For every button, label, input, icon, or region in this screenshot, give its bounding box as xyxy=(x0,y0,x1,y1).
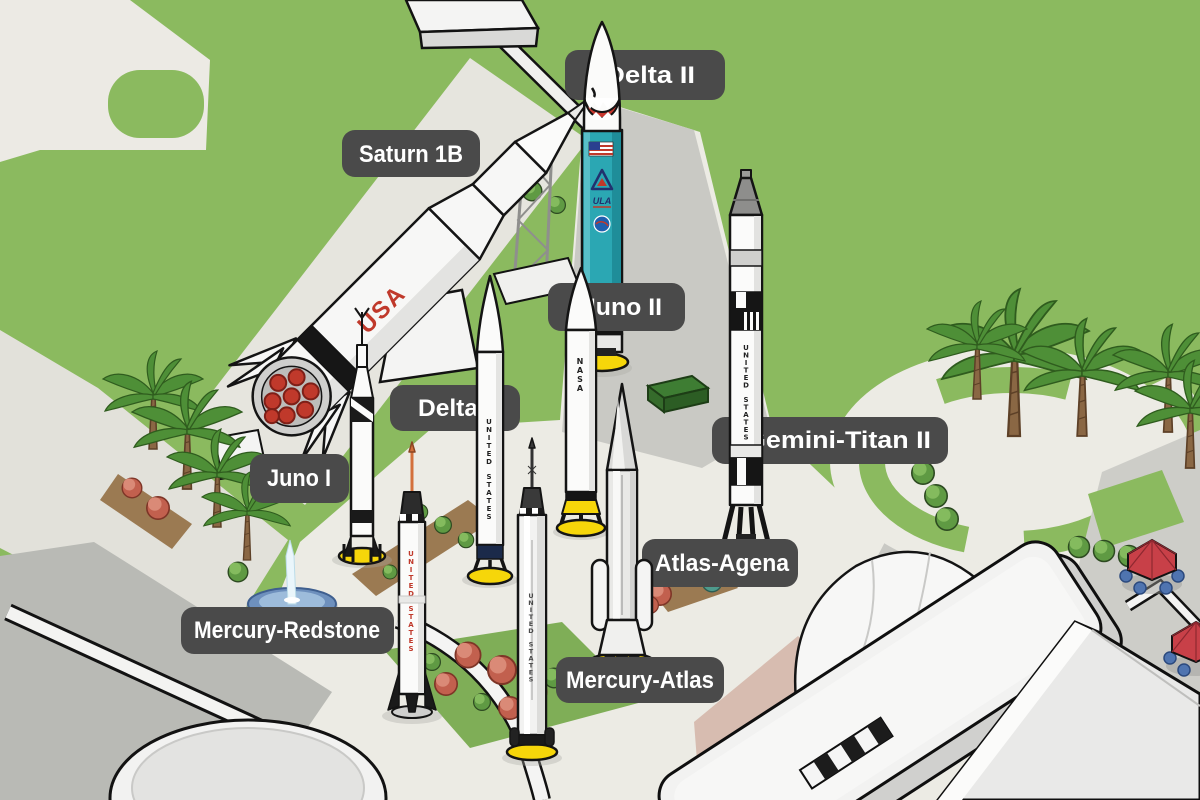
label-text: Saturn 1B xyxy=(359,141,463,168)
engine-nozzles xyxy=(263,368,320,425)
escape-tower xyxy=(527,437,537,488)
bush xyxy=(934,506,960,532)
label-pill[interactable] xyxy=(712,417,948,464)
bush xyxy=(433,671,459,697)
bush xyxy=(487,655,517,685)
rocket-juno-i[interactable] xyxy=(337,307,387,566)
bush xyxy=(457,531,475,549)
label-pill[interactable] xyxy=(250,454,349,503)
nasa-meatball-icon xyxy=(593,215,611,233)
ula-logo: ULA xyxy=(593,196,612,206)
label-text: Atlas-Agena xyxy=(655,550,790,577)
bush xyxy=(454,641,482,669)
exhibit-building-1 xyxy=(657,540,1123,800)
label-text: Delta xyxy=(418,395,479,422)
label-text: Mercury-Atlas xyxy=(566,667,714,694)
label-text: Delta II xyxy=(605,62,695,89)
bush xyxy=(146,495,170,521)
map-label-atlas-agena[interactable]: Atlas-Agena xyxy=(642,539,798,587)
map-label-gemini-titan-ii[interactable]: Gemini-Titan II xyxy=(712,417,948,464)
bush xyxy=(923,483,949,509)
lawn-blob xyxy=(108,70,204,138)
bush xyxy=(121,477,143,499)
checkered-wall xyxy=(798,716,894,790)
bush xyxy=(1092,539,1116,563)
map-label-mercury-redstone[interactable]: Mercury-Redstone xyxy=(181,607,394,654)
delta-logo-icon xyxy=(590,168,614,191)
shark-nose-art xyxy=(582,20,622,133)
label-text: Mercury-Redstone xyxy=(194,617,380,644)
rocket-saturn-1b[interactable]: USA xyxy=(217,50,638,471)
bush xyxy=(434,515,452,535)
label-text: Juno I xyxy=(267,465,331,492)
bush xyxy=(910,460,936,486)
green-utility-box xyxy=(645,374,711,414)
label-pill[interactable] xyxy=(181,607,394,654)
map-label-juno-i[interactable]: Juno I xyxy=(250,454,349,503)
bush xyxy=(227,561,249,583)
bush xyxy=(382,564,398,580)
label-pill[interactable] xyxy=(642,539,798,587)
label-pill[interactable] xyxy=(342,130,480,177)
exhibit-building-2 xyxy=(936,620,1200,800)
label-text: Gemini-Titan II xyxy=(745,427,931,454)
map-label-saturn-1b[interactable]: Saturn 1B xyxy=(342,130,480,177)
bush xyxy=(1067,535,1091,559)
us-flag-icon xyxy=(588,141,614,157)
map-label-mercury-atlas[interactable]: Mercury-Atlas xyxy=(556,657,724,703)
round-building xyxy=(108,718,388,800)
bush xyxy=(473,692,491,712)
label-pill[interactable] xyxy=(556,657,724,703)
escape-tower xyxy=(408,441,416,492)
